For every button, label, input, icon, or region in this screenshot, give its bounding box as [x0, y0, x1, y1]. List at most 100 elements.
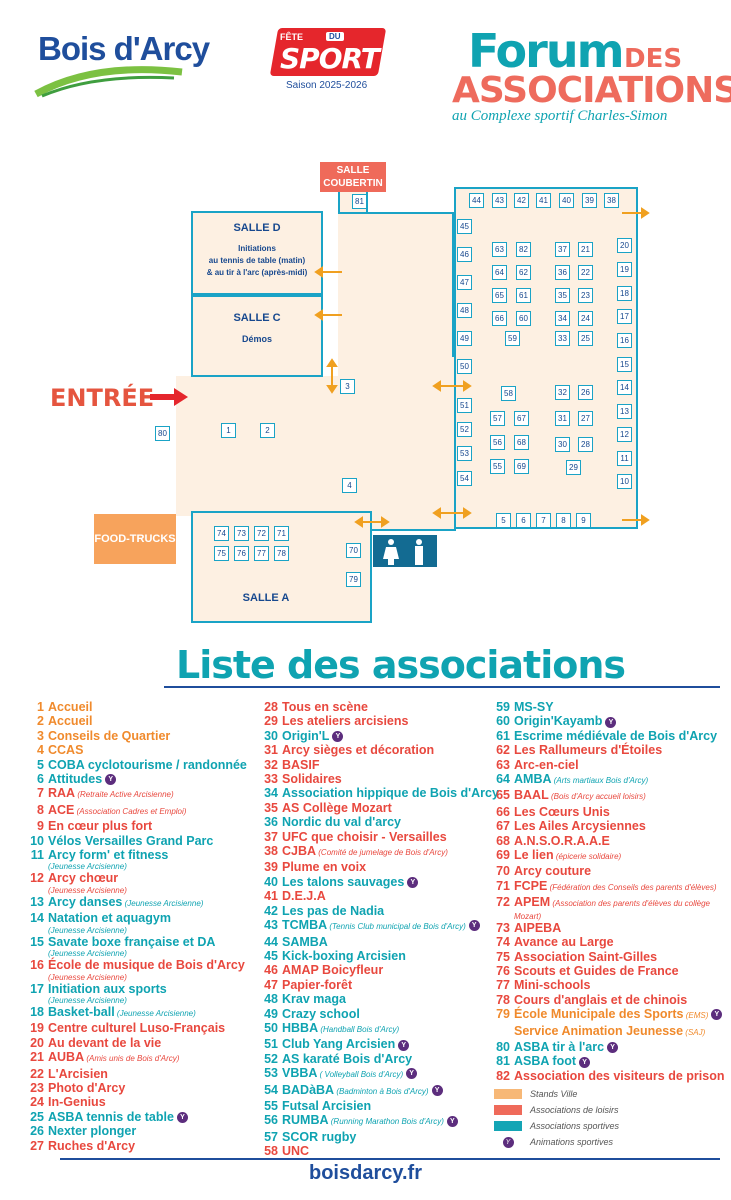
association-name: Les talons sauvages — [282, 874, 405, 889]
association-name: Nordic du val d'arcy — [282, 815, 401, 830]
swoosh-icon — [34, 66, 183, 98]
association-name: AIPEBA — [514, 920, 562, 935]
association-number: 63 — [496, 757, 510, 772]
association-number: 60 — [496, 714, 510, 729]
association-number: 29 — [264, 714, 278, 729]
association-number: 49 — [264, 1006, 278, 1021]
stand-81: 81 — [352, 194, 367, 209]
association-name: CCAS — [48, 743, 84, 758]
association-number: 77 — [496, 978, 510, 993]
entrance-label: ENTRÉE — [50, 384, 155, 412]
association-subnote: (Jeunesse Arcisienne) — [48, 885, 127, 895]
association-name: Service Animation Jeunesse — [514, 1023, 684, 1038]
association-name: CJBA — [282, 844, 317, 859]
association-name: Tous en scène — [282, 700, 368, 714]
association-name: Solidaires — [282, 772, 342, 787]
footer-divider — [60, 1158, 720, 1160]
association-number: 38 — [264, 844, 278, 859]
association-number: 62 — [496, 743, 510, 758]
association-name: Mini-schools — [514, 978, 591, 993]
association-number: 42 — [264, 903, 278, 918]
association-number: 79 — [496, 1007, 510, 1022]
site-link[interactable]: boisdarcy.fr — [309, 1162, 422, 1184]
association-number: 69 — [496, 848, 510, 863]
association-note: ( Volleyball Bois d'Arcy) — [317, 1070, 404, 1080]
association-number: 75 — [496, 949, 510, 964]
association-name: Arcy chœur — [48, 871, 119, 886]
association-number: 19 — [30, 1021, 44, 1036]
association-number: 74 — [496, 935, 510, 950]
association-name: Association hippique de Bois d'Arcy — [282, 786, 499, 801]
association-note: (EMS) — [683, 1011, 709, 1021]
association-name: ASBA tennis de table — [48, 1109, 174, 1124]
association-name: RUMBA — [282, 1113, 329, 1128]
association-subnote: (Jeunesse Arcisienne) — [48, 925, 127, 935]
association-name: AMAP Boicyfleur — [282, 963, 384, 978]
association-note: (Retraite Active Arcisienne) — [75, 790, 174, 800]
association-number: 44 — [264, 934, 278, 949]
association-name: Escrime médiévale de Bois d'Arcy — [514, 728, 718, 743]
association-number: 64 — [496, 772, 510, 787]
association-number: 26 — [30, 1124, 44, 1139]
association-name: A.N.S.O.R.A.A.E — [514, 833, 610, 848]
forum-subtitle: au Complexe sportif Charles-Simon — [452, 108, 668, 124]
association-name: BAAL — [514, 788, 549, 803]
association-name: BASIF — [282, 757, 320, 772]
association-name: AS Collège Mozart — [282, 800, 392, 815]
forum-des: DES — [624, 44, 683, 74]
salle-d-desc3: & au tir à l'arc (après-midi) — [206, 268, 308, 277]
forum-associations: ASSOCIATIONS — [452, 70, 731, 111]
association-number: 70 — [496, 864, 510, 879]
association-number: 24 — [30, 1095, 44, 1110]
association-number: 28 — [264, 700, 278, 714]
association-number: 22 — [30, 1066, 44, 1081]
association-name: In-Genius — [48, 1095, 106, 1110]
association-number: 78 — [496, 992, 510, 1007]
association-name: ASBA foot — [514, 1054, 577, 1069]
association-note: (Running Marathon Bois d'Arcy) — [328, 1117, 444, 1127]
association-note: (Tennis Club municipal de Bois d'Arcy) — [327, 922, 466, 932]
association-name: L'Arcisien — [48, 1066, 108, 1081]
association-number: 55 — [264, 1098, 278, 1113]
association-number: 47 — [264, 977, 278, 992]
association-number: 39 — [264, 860, 278, 875]
association-number: 41 — [264, 889, 278, 904]
association-name: Arcy form' et fitness — [48, 848, 169, 863]
sport-animation-icon: Y — [446, 1115, 458, 1127]
association-number: 10 — [30, 833, 44, 848]
association-name: UFC que choisir - Versailles — [282, 829, 447, 844]
association-name: Crazy school — [282, 1006, 360, 1021]
association-number: 7 — [37, 786, 44, 801]
association-name: RAA — [48, 786, 76, 801]
association-name: D.E.J.A — [282, 889, 326, 904]
association-number: 76 — [496, 963, 510, 978]
association-name: École de musique de Bois d'Arcy — [48, 958, 245, 973]
association-subnote: (Jeunesse Arcisienne) — [48, 972, 127, 982]
association-note: (Bois d'Arcy accueil loisirs) — [548, 792, 646, 802]
